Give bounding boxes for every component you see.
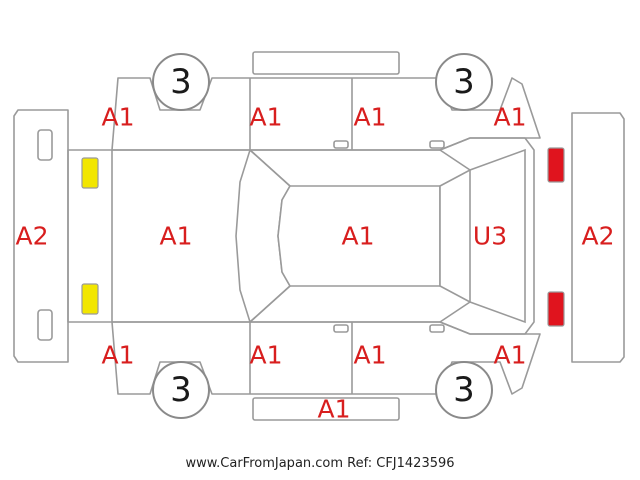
code-roof: A1 <box>341 222 374 251</box>
code-hood: A1 <box>159 222 192 251</box>
left-door-handle-rear <box>429 140 445 149</box>
wheel-front-left-grade: 3 <box>170 62 192 102</box>
rear-lamp-top <box>547 147 565 183</box>
right-door-handle-rear <box>429 324 445 333</box>
rear-lamp-bottom <box>547 291 565 327</box>
rear-bumper <box>571 112 625 363</box>
right-sill-bar <box>252 397 400 421</box>
code-front-left-fender: A1 <box>101 103 134 132</box>
a-pillar-bottom <box>249 285 471 323</box>
right-door-handle-front <box>333 324 349 333</box>
code-rear-right-door: A1 <box>353 341 386 370</box>
code-right-side-sill: A1 <box>317 395 350 424</box>
front-bumper-slot-bottom <box>37 309 53 341</box>
wheel-rear-right <box>435 361 493 419</box>
code-front-bumper: A2 <box>15 222 48 251</box>
wheel-front-left <box>152 53 210 111</box>
wheel-rear-right-grade: 3 <box>453 370 475 410</box>
code-rear-left-quarter: A1 <box>493 103 526 132</box>
left-door-handle-front <box>333 140 349 149</box>
code-front-right-fender: A1 <box>101 341 134 370</box>
code-rear-window: U3 <box>473 222 507 251</box>
code-rear-left-door: A1 <box>353 103 386 132</box>
code-front-right-door: A1 <box>249 341 282 370</box>
wheel-front-right <box>152 361 210 419</box>
a-pillar-top <box>249 149 471 187</box>
footer-reference: www.CarFromJapan.com Ref: CFJ1423596 <box>185 456 455 471</box>
wheel-front-right-grade: 3 <box>170 370 192 410</box>
wheel-rear-left <box>435 53 493 111</box>
front-bumper-slot-top <box>37 129 53 161</box>
front-lamp-top <box>81 157 99 189</box>
code-rear-right-quarter: A1 <box>493 341 526 370</box>
code-front-left-door: A1 <box>249 103 282 132</box>
code-rear-bumper: A2 <box>581 222 614 251</box>
front-lamp-bottom <box>81 283 99 315</box>
front-bumper <box>13 109 69 363</box>
left-sill-bar <box>252 51 400 75</box>
wheel-rear-left-grade: 3 <box>453 62 475 102</box>
